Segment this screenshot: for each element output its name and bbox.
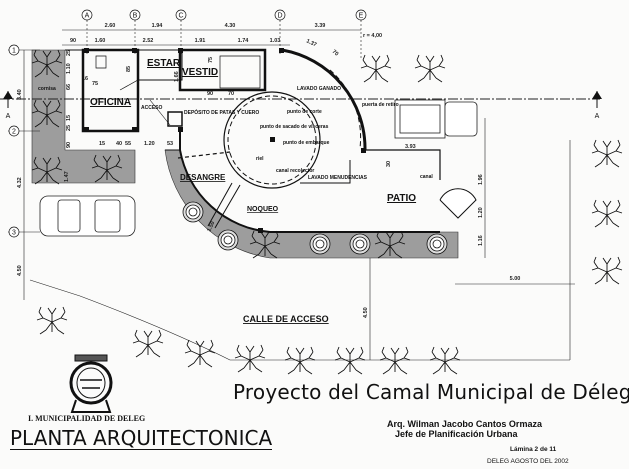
dim: 70 (228, 91, 234, 97)
road-calle-de-acceso: CALLE DE ACCESO (243, 314, 329, 324)
dim: 4.50 (363, 307, 369, 318)
dim: 53 (167, 141, 173, 147)
room-estar: ESTAR (147, 58, 181, 69)
dim: 15 (66, 115, 72, 121)
dim: 1.96 (478, 174, 484, 185)
room-desangre: DESANGRE (180, 173, 226, 182)
room-noqueo: NOQUEO (247, 206, 279, 213)
building-walls (65, 48, 477, 233)
dim: 1.03 (270, 38, 281, 44)
dim: 40 (116, 141, 122, 147)
room-acceso: ACCESO (141, 105, 163, 111)
grid-c: C (178, 13, 183, 20)
dim: 1.94 (152, 23, 164, 29)
dim: 1.16 (478, 235, 484, 246)
room-oficina: OFICINA (90, 97, 131, 108)
grid-a: A (85, 13, 90, 20)
dim: 55 (125, 141, 131, 147)
dim: 1.66 (174, 71, 180, 82)
municipality-emblem (69, 354, 113, 413)
columns (84, 48, 366, 233)
municipality-name: I. MUNICIPALIDAD DE DELEG (28, 414, 146, 423)
note-cornisa: cornisa (38, 86, 56, 92)
dim: 2.60 (105, 23, 116, 29)
dim: 85 (126, 66, 132, 72)
grid-3: 3 (12, 230, 16, 237)
grid-column-markers: A B C D E 1 2 3 (8, 9, 367, 238)
room-lavado-menudencias: LAVADO MENUDENCIAS (308, 175, 368, 181)
dim: 1.50 (206, 221, 216, 233)
note-canal-recolector: canal recolector (276, 168, 314, 174)
dim: 4.32 (17, 177, 23, 188)
grid-b: B (133, 13, 138, 20)
dim: 90 (70, 38, 76, 44)
dim: 1.91 (195, 38, 206, 44)
dim: 75 (92, 81, 98, 87)
section-a-left: A (6, 113, 11, 120)
dim: 70 (331, 49, 340, 58)
grid-d: D (277, 13, 282, 20)
dim: 25 (66, 50, 72, 56)
dim: 3.93 (405, 144, 416, 150)
dim: 66 (66, 84, 72, 90)
dim: 90 (207, 91, 213, 97)
dim: 90 (66, 142, 72, 148)
grid-1: 1 (12, 48, 16, 55)
dim: 75 (208, 57, 214, 63)
dim: 1.74 (238, 38, 250, 44)
note-punto-corte: punto de corte (287, 109, 322, 115)
room-lavado-ganado: LAVADO GANADO (297, 86, 341, 92)
note-punto-visceras: punto de sacado de visceras (260, 124, 329, 130)
dimension-lines (0, 20, 600, 361)
dim: 1.60 (95, 38, 106, 44)
room-deposito: DEPÓSITO DE PATAS Y CUERO (184, 108, 259, 116)
radius-label: r = 4,00 (363, 33, 382, 39)
dim: 15 (99, 141, 105, 147)
drawing-date: DELEG AGOSTO DEL 2002 (487, 458, 569, 465)
dim: 3.39 (315, 23, 326, 29)
project-title: Proyecto del Camal Municipal de Déleg (233, 380, 629, 404)
architect-name: Arq. Wilman Jacobo Cantos Ormaza (387, 419, 542, 429)
sheet-number: Lámina 2 de 11 (510, 446, 557, 453)
dim: 16 (82, 76, 88, 82)
annotation-notes: cornisa punto de corte punto de sacado d… (38, 86, 433, 180)
dim: 4.30 (225, 23, 236, 29)
car-icon (39, 195, 136, 237)
note-riel: riel (256, 156, 264, 162)
dim: 3.40 (17, 89, 23, 100)
room-vestidor: VESTID (182, 67, 218, 78)
dim: 30 (386, 161, 392, 167)
sheet-title: PLANTA ARQUITECTONICA (10, 426, 273, 450)
dim: 1.20 (144, 141, 155, 147)
grid-e: E (359, 13, 364, 20)
dim: 1.20 (478, 207, 484, 218)
note-puerta-retiro: puerta de retiro (362, 102, 399, 108)
dim: 1.47 (64, 171, 70, 182)
architect-role: Jefe de Planificación Urbana (395, 429, 518, 439)
grid-2: 2 (12, 129, 16, 136)
room-labels: ESTAR VESTID OFICINA ACCESO DEPÓSITO DE … (90, 58, 416, 324)
section-markers: A A (3, 91, 602, 120)
dim: 2.52 (143, 38, 154, 44)
dim: 1.37 (305, 38, 317, 48)
dim: 1.10 (66, 63, 72, 74)
dim: 4.50 (17, 265, 23, 276)
dim: 5.00 (510, 276, 521, 282)
section-a-right: A (595, 113, 600, 120)
room-patio: PATIO (387, 193, 416, 204)
note-punto-embarque: punto de embarque (283, 140, 330, 146)
dimension-texts: 2.60 1.94 4.30 3.39 90 1.60 2.52 1.91 1.… (17, 23, 520, 318)
note-canal: canal (420, 174, 433, 180)
truck-icon (394, 99, 478, 139)
dim: 25 (66, 125, 72, 131)
